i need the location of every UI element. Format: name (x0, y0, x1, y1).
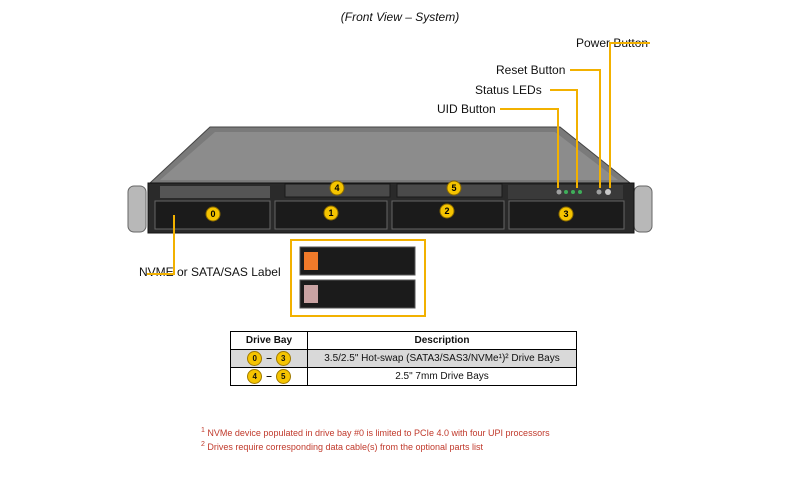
status-led (564, 190, 568, 194)
power-button-shape (605, 189, 611, 195)
leds-leader-line (550, 89, 578, 188)
footnote-1: 1 NVMe device populated in drive bay #0 … (201, 425, 550, 439)
footnote-2-text: Drives require corresponding data cable(… (204, 442, 484, 452)
range-dash: – (266, 353, 272, 364)
reset-leader-line (570, 69, 601, 188)
status-leds-callout: Status LEDs (475, 83, 542, 97)
page-title: (Front View – System) (340, 10, 460, 24)
bay-number-label: 3 (563, 209, 568, 219)
drive-bay-header: Drive Bay (230, 331, 308, 350)
bay-badge: 4 (247, 369, 263, 384)
footnotes: 1 NVMe device populated in drive bay #0 … (201, 425, 550, 453)
bay-number-label: 1 (328, 208, 333, 218)
bay-number-label: 0 (210, 209, 215, 219)
drive-detail-box (290, 239, 426, 317)
bay-number-label: 2 (444, 206, 449, 216)
range-dash: – (266, 371, 272, 382)
bay-number-label: 5 (451, 183, 456, 193)
bay-number-badge (205, 206, 221, 222)
left-rack-ear (127, 185, 147, 233)
bay-range-cell: 0–3 (230, 349, 308, 368)
status-led (578, 190, 582, 194)
uid-leader-line (500, 108, 559, 188)
front-vent (160, 186, 270, 198)
right-rack-ear (633, 185, 653, 233)
bay-range-cell: 4–5 (230, 367, 308, 386)
nvme-label (304, 252, 318, 270)
footnote-1-text: NVMe device populated in drive bay #0 is… (204, 428, 550, 438)
reset-button-shape (596, 189, 602, 195)
status-led (571, 190, 575, 194)
bay-badge: 3 (275, 351, 291, 366)
bay-number-badge (323, 205, 339, 221)
description-cell: 2.5" 7mm Drive Bays (307, 367, 577, 386)
drive-bay-legend: Drive Bay Description 0–3 3.5/2.5" Hot-s… (230, 331, 577, 386)
footnote-1-mark: 1 (201, 427, 205, 434)
bay-badge: 0 (247, 351, 263, 366)
nvme-drive-tray (299, 246, 416, 276)
description-header: Description (307, 331, 577, 350)
table-row: 0–3 3.5/2.5" Hot-swap (SATA3/SAS3/NVMe¹)… (230, 349, 577, 368)
uid-button-shape (556, 189, 562, 195)
chassis-top-panel (160, 132, 618, 180)
label-leader-line (147, 215, 175, 275)
bay-badges: 0 1 2 3 4 5 (205, 180, 574, 222)
bay-number-badge (439, 203, 455, 219)
bay-number-label: 4 (334, 183, 339, 193)
footnote-2: 2 Drives require corresponding data cabl… (201, 439, 550, 453)
bay-number-badge (558, 206, 574, 222)
reset-button-callout: Reset Button (496, 63, 566, 77)
bay-badge: 5 (275, 369, 291, 384)
uid-button-callout: UID Button (437, 102, 496, 116)
description-cell: 3.5/2.5" Hot-swap (SATA3/SAS3/NVMe¹)² Dr… (307, 349, 577, 368)
power-leader-line (609, 42, 650, 188)
bay-number-badge (329, 180, 345, 196)
footnote-2-mark: 2 (201, 441, 205, 448)
bay-number-badge (446, 180, 462, 196)
sata-label (304, 285, 318, 303)
table-row: 4–5 2.5" 7mm Drive Bays (230, 367, 577, 386)
sata-drive-tray (299, 279, 416, 309)
